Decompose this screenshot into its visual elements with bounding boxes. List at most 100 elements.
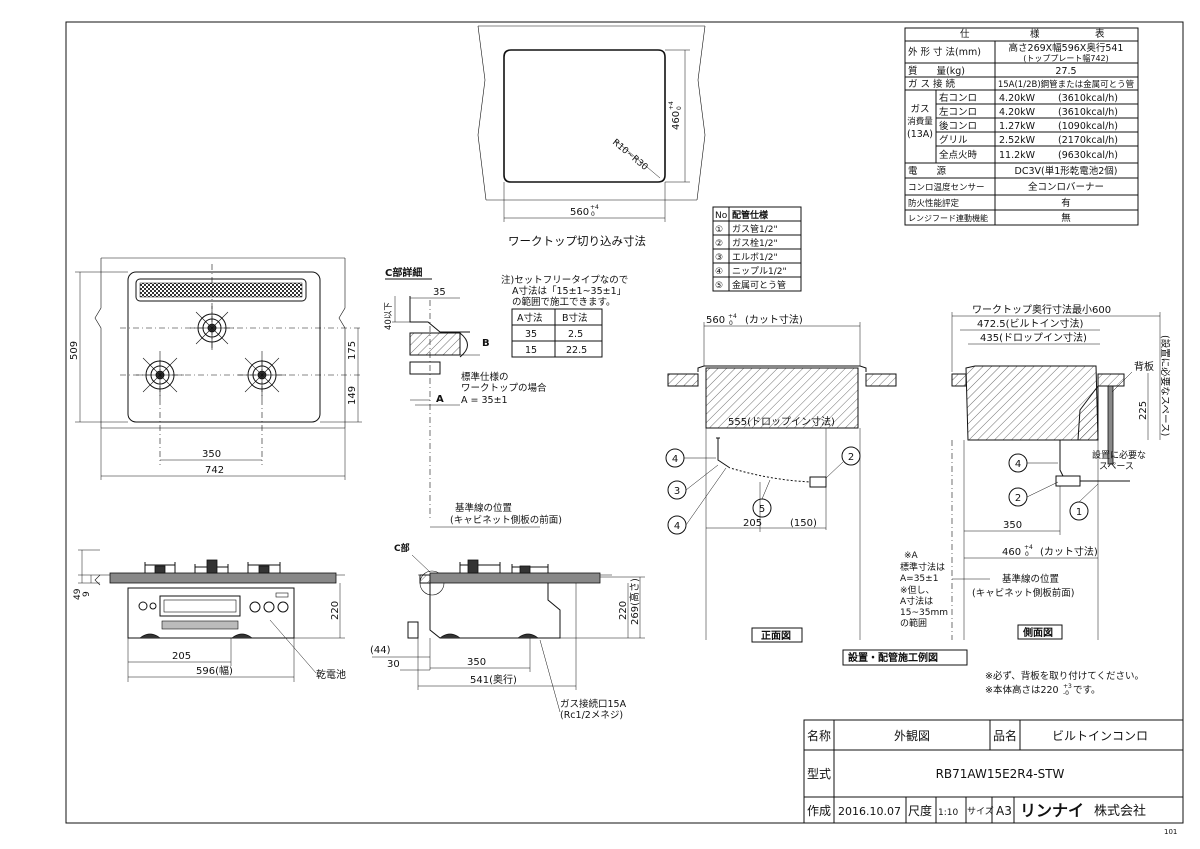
side-base-2: (キャビネット側板の前面) [450, 514, 562, 526]
spec-gas-kw-4: 11.2kW [999, 150, 1036, 161]
fi-n4b: 4 [674, 521, 680, 532]
spec-gas-label-1: ガス [910, 104, 929, 115]
trivet-left-icon [144, 562, 176, 574]
note-line-1: 注)セットフリータイプなので [501, 274, 628, 286]
si-d435: 435(ドロップイン寸法) [980, 331, 1087, 344]
std-note-3: A = 35±1 [461, 395, 508, 406]
tb-scale-value: 1:10 [938, 808, 958, 818]
spec-label-mass: 質 量(kg) [908, 65, 965, 77]
spec-header-2: 様 [1030, 28, 1040, 40]
si-n2: 2 [1015, 493, 1021, 504]
si-min600: ワークトップ奥行寸法最小600 [972, 303, 1111, 316]
spec-label-sensor: コンロ温度センサー [908, 182, 985, 193]
front-install-view: 560 +4 0 (カット寸法) 555(ドロップイン寸法) 4 3 4 5 2 [665, 313, 897, 643]
si-note-a: ※A [904, 551, 919, 561]
spec-gas-label-2: 消費量 [907, 116, 933, 127]
si-space-2: スペース [1099, 462, 1134, 472]
fi-w560-note: (カット寸法) [745, 313, 803, 326]
top-exhaust-vent [135, 278, 307, 302]
piping-no-2: ② [715, 239, 723, 249]
fi-n5: 5 [759, 504, 765, 515]
piping-header-no: No [715, 211, 728, 221]
spec-gas-kcal-4: (9630kcal/h) [1058, 150, 1118, 161]
c-detail-title: C部詳細 [385, 266, 422, 279]
spec-label-fire: 防火性能評定 [908, 198, 960, 209]
spec-gas-kw-2: 1.27kW [999, 121, 1036, 132]
std-note-2: ワークトップの場合 [461, 382, 547, 394]
knob-icon-5 [277, 601, 289, 613]
si-std-2: A=35±1 [900, 574, 938, 584]
tb-model-value: RB71AW15E2R4-STW [936, 767, 1065, 781]
si-backboard-label: 背板 [1134, 360, 1154, 373]
spec-header-3: 表 [1095, 28, 1105, 40]
spec-gas-kw-1: 4.20kW [999, 107, 1036, 118]
side-d350: 350 [467, 657, 486, 668]
side-d30: 30 [387, 659, 400, 670]
note-table-h1: A寸法 [517, 312, 543, 324]
spec-label-hood: レンジフード連動機能 [908, 213, 988, 223]
install-caption: 設置・配管施工例図 [848, 651, 938, 664]
si-d350: 350 [1003, 520, 1022, 531]
note-block: 注)セットフリータイプなので A寸法は「15±1~35±1」 の範囲で施工できま… [461, 274, 628, 406]
fi-n4a: 4 [672, 454, 678, 465]
piping-table: No 配管仕様 ① ガス管1/2" ② ガス栓1/2" ③ エルボ1/2" ④ … [712, 206, 802, 292]
spec-gas-kcal-2: (1090kcal/h) [1058, 121, 1118, 132]
spec-gas-kcal-1: (3610kcal/h) [1058, 107, 1118, 118]
fi-w560-tol2: 0 [729, 320, 733, 327]
top-d175: 175 [347, 341, 358, 360]
side-d220: 220 [618, 601, 629, 620]
side-d44: (44) [370, 645, 391, 656]
std-note-1: 標準仕様の [461, 371, 509, 383]
spec-value-power: DC3V(単1形乾電池2個) [1015, 165, 1118, 177]
spec-label-power: 電 源 [908, 166, 947, 177]
fi-dropin: 555(ドロップイン寸法) [728, 415, 835, 428]
title-block: 名称 外観図 品名 ビルトインコンロ 型式 RB71AW15E2R4-STW 作… [803, 719, 1184, 836]
note-table-r1c1: 35 [525, 329, 537, 340]
fi-n3: 3 [674, 486, 680, 497]
side-trivet-icon [459, 559, 549, 574]
tb-scale-label: 尺度 [908, 803, 932, 818]
cutout-height-tol: +4 [668, 101, 675, 110]
top-depth: 509 [69, 341, 80, 360]
note-line-2: A寸法は「15±1~35±1」 [512, 285, 626, 297]
install-notes: 設置・配管施工例図 ※必ず、背板を取り付けてください。 ※本体高さは220 +3… [842, 649, 1144, 697]
tb-size-value: A3 [996, 804, 1012, 818]
piping-no-4: ④ [715, 267, 723, 277]
piping-item-2: ガス栓1/2" [732, 237, 778, 249]
c-detail: C部詳細 40以下 35 B A [384, 266, 490, 520]
tb-made-label: 作成 [807, 804, 831, 818]
si-std-1: 標準寸法は [900, 561, 945, 573]
spec-value-dim-2: (トッププレート幅742) [1023, 53, 1109, 63]
tb-product-value: ビルトインコンロ [1052, 729, 1148, 743]
si-n4: 4 [1015, 459, 1021, 470]
piping-item-1: ガス管1/2" [732, 223, 778, 235]
fi-n2: 2 [848, 452, 854, 463]
fi-d150: (150) [790, 518, 817, 529]
spec-value-sensor: 全コンロバーナー [1028, 181, 1104, 193]
c-detail-b: B [482, 338, 490, 349]
si-space-v: (設置に必要なスペース) [1159, 335, 1171, 436]
si-std-6: の範囲 [900, 617, 927, 629]
tb-name-value: 外観図 [894, 729, 930, 743]
si-std-3: ※但し、 [900, 584, 935, 596]
note-table-r2c2: 22.5 [566, 345, 587, 356]
piping-header-spec: 配管仕様 [732, 209, 769, 221]
note-bottom-tol-2: -0 [1063, 690, 1069, 697]
note-bottom-tol-1: +3 [1063, 683, 1072, 690]
spec-table: 仕 様 表 外 形 寸 法(mm) 高さ269X幅596X奥行541 (トッププ… [904, 27, 1139, 226]
side-gas-1: ガス接続口15A [560, 698, 627, 710]
cutout-width-tol2: 0 [591, 211, 595, 218]
spec-gas-name-4: 全点火時 [939, 149, 978, 161]
side-install-view: ワークトップ奥行寸法最小600 472.5(ビルトイン寸法) 435(ドロップイ… [900, 303, 1171, 640]
cutout-view: 460 +4 0 560 +4 0 R10~R30 ワークトップ切り込み寸法 [477, 25, 706, 248]
spec-gas-kcal-3: (2170kcal/h) [1058, 135, 1118, 146]
note-bottom-2: ※本体高さは220 [985, 684, 1059, 696]
note-table-r1c2: 2.5 [568, 329, 583, 340]
si-std-5: 15~35mm [900, 608, 948, 618]
spec-label-gas: ガ ス 接 続 [908, 78, 956, 90]
spec-gas-name-0: 右コンロ [939, 92, 977, 104]
spec-value-dim: 高さ269X幅596X奥行541 [1009, 42, 1124, 54]
cutout-caption: ワークトップ切り込み寸法 [508, 234, 646, 248]
sheet-border [65, 21, 1184, 824]
